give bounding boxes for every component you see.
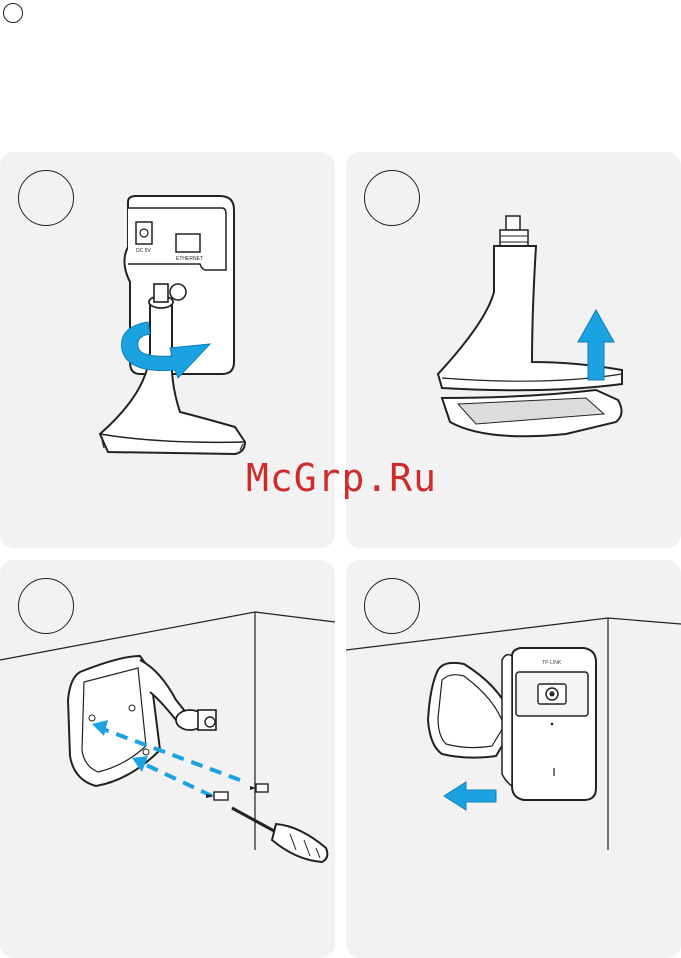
power-port-label: DC 5V bbox=[136, 248, 151, 254]
step-3-panel bbox=[0, 560, 335, 958]
step-4-illustration: TP-LINK bbox=[346, 560, 681, 958]
slide-left-arrow-icon bbox=[444, 782, 496, 810]
page-marker-circle bbox=[3, 3, 23, 23]
screwdriver-icon bbox=[232, 808, 327, 862]
step-4-panel: TP-LINK bbox=[346, 560, 681, 958]
brand-logo: TP-LINK bbox=[542, 660, 562, 666]
screw-icon bbox=[250, 784, 268, 792]
step-3-illustration bbox=[0, 560, 335, 958]
watermark-text: McGrp.Ru bbox=[246, 456, 437, 500]
ethernet-port-icon bbox=[176, 234, 200, 252]
ethernet-port-label: ETHERNET bbox=[176, 256, 203, 262]
power-port-icon bbox=[136, 222, 152, 244]
